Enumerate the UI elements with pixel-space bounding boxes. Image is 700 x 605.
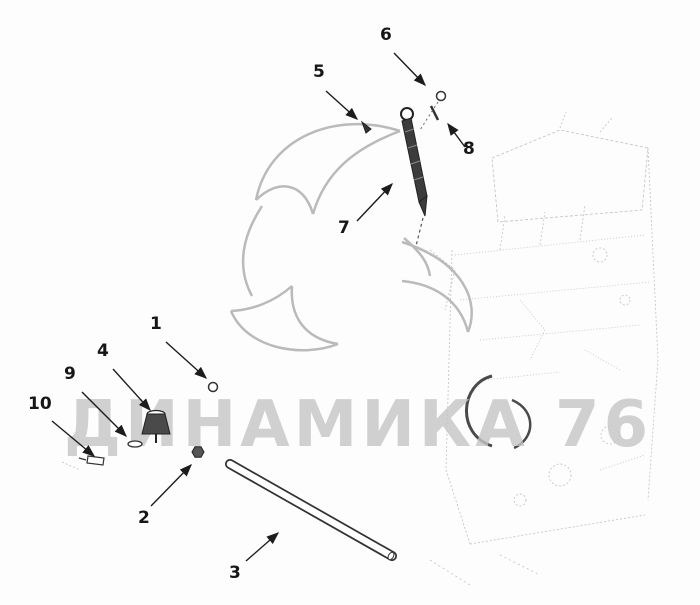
- callout-6: 6: [380, 25, 392, 45]
- engine-hose-sketch: [465, 374, 532, 450]
- nut-part: [191, 446, 205, 458]
- bracket-part: [78, 455, 105, 466]
- callout-4: 4: [97, 341, 109, 361]
- callout-3: 3: [229, 563, 241, 583]
- tube-part: [225, 459, 397, 561]
- callout-arrows: [51, 52, 466, 562]
- washer-part: [127, 440, 143, 448]
- engine-outline-sketch: [61, 111, 659, 586]
- callout-9: 9: [64, 364, 76, 384]
- callout-7: 7: [338, 218, 350, 238]
- ball-part: [435, 90, 447, 102]
- callout-10: 10: [28, 394, 52, 414]
- dipstick-part: [400, 107, 428, 247]
- callout-5: 5: [313, 62, 325, 82]
- callout-2: 2: [138, 508, 150, 528]
- clip-part: [360, 120, 372, 134]
- brand-swoosh-logo: [229, 122, 473, 352]
- grommet-part: [141, 409, 171, 443]
- pin-part: [419, 101, 440, 131]
- ring-part: [207, 381, 219, 393]
- callout-1: 1: [150, 314, 162, 334]
- callout-8: 8: [463, 139, 475, 159]
